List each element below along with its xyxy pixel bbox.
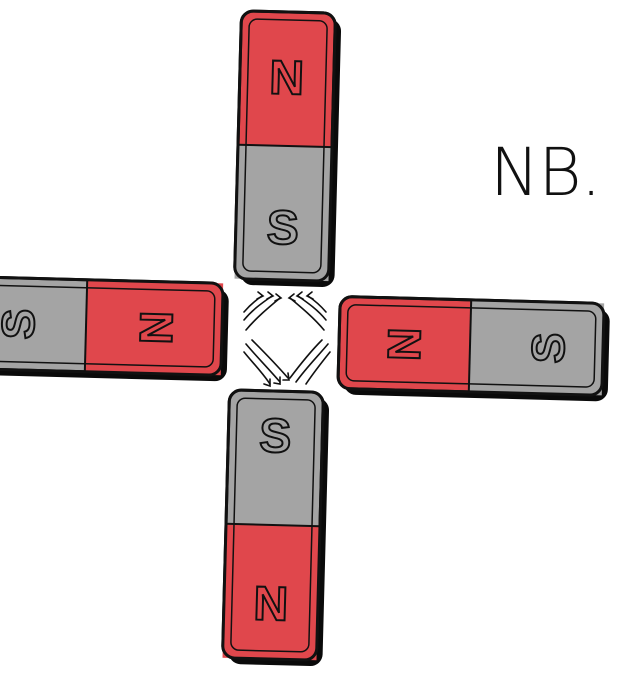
field-line bbox=[252, 340, 288, 378]
field-line-arrowhead bbox=[267, 292, 273, 299]
magnet-bottom: S N bbox=[222, 390, 329, 667]
magnet-top-north-label: N bbox=[269, 52, 305, 106]
magnet-left-north-label: N bbox=[130, 310, 183, 345]
magnet-right-north-label: N bbox=[378, 327, 431, 362]
field-lines bbox=[244, 292, 330, 386]
field-line-arrowhead bbox=[307, 292, 313, 299]
field-line bbox=[306, 352, 330, 384]
field-line-arrowhead bbox=[297, 292, 303, 299]
magnet-right-south-label: S bbox=[522, 332, 575, 364]
field-line-arrowhead bbox=[275, 294, 281, 301]
nb-annotation: NB. bbox=[490, 140, 601, 206]
magnet-bottom-south-label: S bbox=[259, 410, 292, 464]
magnet-top: N S bbox=[234, 11, 341, 288]
magnet-top-south-label: S bbox=[266, 202, 299, 256]
field-line-arrowhead bbox=[289, 294, 295, 301]
magnet-left: S N bbox=[0, 276, 229, 381]
magnet-right: N S bbox=[338, 296, 610, 401]
field-line-arrowhead bbox=[257, 292, 263, 299]
magnet-left-south-label: S bbox=[0, 308, 44, 340]
magnet-bottom-north-label: N bbox=[253, 578, 289, 632]
field-line bbox=[290, 340, 322, 378]
